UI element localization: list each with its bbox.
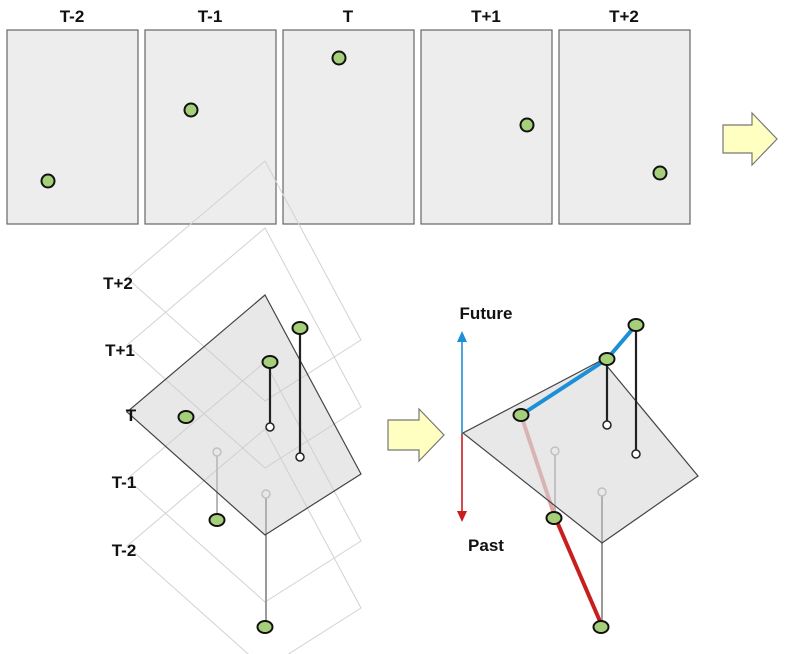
frame-label: T+2 [609, 7, 639, 26]
point-marker [545, 511, 563, 525]
frame-panel-t-minus-2 [6, 29, 139, 225]
frame-label: T [343, 7, 354, 26]
frame-panel-t-plus-1 [420, 29, 553, 225]
stacked-frames [126, 160, 362, 654]
point-marker [183, 102, 199, 118]
frame-panel-t-minus-1 [144, 29, 277, 225]
plane-t [461, 359, 699, 544]
point-marker [598, 352, 616, 366]
point-marker [627, 318, 645, 332]
frame-label: T+1 [471, 7, 501, 26]
point-marker [512, 408, 530, 422]
point-marker [208, 513, 226, 527]
point-marker [291, 321, 309, 335]
stack-label: T+1 [105, 341, 135, 360]
past-label: Past [468, 536, 504, 555]
trajectory-view [461, 318, 699, 634]
future-label: Future [460, 304, 513, 323]
frame-label: T-2 [60, 7, 85, 26]
frame-label: T-1 [198, 7, 223, 26]
point-marker [40, 173, 56, 189]
point-marker [331, 50, 347, 66]
point-marker [256, 620, 274, 634]
arrow-down-icon [457, 511, 467, 522]
right-arrow-icon [722, 111, 778, 167]
stack-label: T-1 [112, 473, 137, 492]
point-marker [261, 355, 279, 369]
frame-panel-t-plus-2 [558, 29, 691, 225]
stack-label: T [126, 406, 137, 425]
plane-t-minus-2 [126, 428, 362, 654]
frame-panel-t [282, 29, 415, 225]
time-axis [457, 331, 467, 522]
point-marker [592, 620, 610, 634]
plane-t-plus-1 [126, 227, 362, 469]
stack-label: T+2 [103, 274, 133, 293]
point-marker [652, 165, 668, 181]
arrow-up-icon [457, 331, 467, 342]
plane-t [126, 294, 362, 536]
right-arrow-icon [387, 407, 445, 463]
point-marker [177, 410, 195, 424]
point-marker [519, 117, 535, 133]
stack-label: T-2 [112, 541, 137, 560]
plane-t-plus-2 [126, 160, 362, 402]
